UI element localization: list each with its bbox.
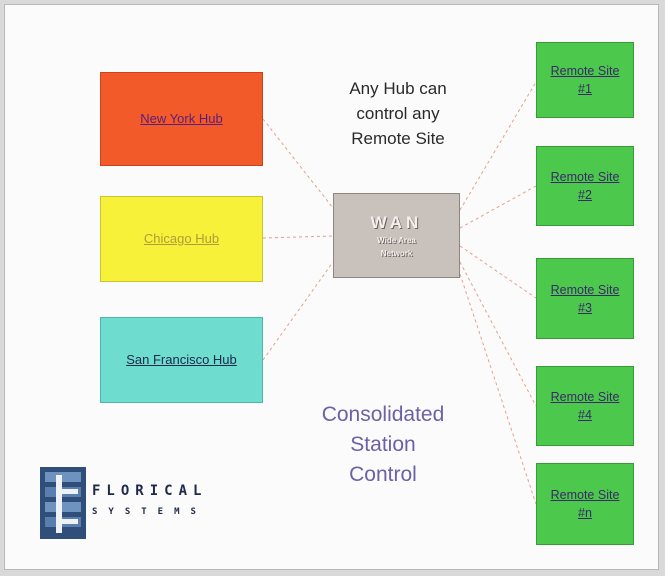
remote-site-4-label: Remote Site [550,390,620,404]
san-francisco-hub[interactable]: San Francisco Hub [100,317,263,403]
caption-line-3: Control [349,463,417,486]
remote-site-3-label: Remote Site [550,282,620,297]
remote-site-n-number: #n [578,506,592,520]
link-ny-wan [262,118,334,209]
wan-subtitle-2: Network [380,248,413,258]
link-wan-r3 [459,245,537,299]
new-york-hub[interactable]: New York Hub [100,72,263,166]
remote-site-3[interactable]: Remote Site #3 [536,258,634,339]
link-chi-wan [262,235,334,239]
wan-node: WAN Wide Area Network [333,193,460,278]
note-line-1: Any Hub can [349,79,447,98]
note-line-2: control any [356,104,440,123]
florical-logo: FLORICAL SYSTEMS [40,467,240,539]
remote-site-2-label: Remote Site [550,170,620,184]
remote-site-3-link[interactable]: Remote Site #3 [551,281,620,317]
remote-site-1-link[interactable]: Remote Site #1 [551,62,620,98]
logo-name: FLORICAL [92,483,208,499]
remote-site-4[interactable]: Remote Site #4 [536,366,634,446]
remote-site-1[interactable]: Remote Site #1 [536,42,634,118]
remote-site-1-label: Remote Site [550,64,620,78]
caption-line-1: Consolidated [321,403,445,426]
san-francisco-hub-link[interactable]: San Francisco Hub [126,352,237,367]
link-wan-rn [459,273,537,505]
hub-control-note: Any Hub can control any Remote Site [300,76,496,151]
logo-subtitle: SYSTEMS [92,507,207,517]
new-york-hub-link[interactable]: New York Hub [140,111,223,126]
remote-site-2[interactable]: Remote Site #2 [536,146,634,226]
remote-site-3-number: #3 [578,300,592,315]
chicago-hub-link[interactable]: Chicago Hub [143,231,220,246]
wan-title: WAN [370,212,423,232]
remote-site-1-number: #1 [578,82,592,96]
remote-site-2-number: #2 [578,188,592,202]
link-wan-r1 [459,81,537,211]
diagram-caption: Consolidated Station Control [270,400,496,490]
remote-site-4-link[interactable]: Remote Site #4 [551,388,620,424]
remote-site-2-link[interactable]: Remote Site #2 [551,168,620,204]
link-sf-wan [262,261,334,361]
remote-site-n-link[interactable]: Remote Site #n [551,486,620,522]
caption-line-2: Station [350,433,416,456]
wan-subtitle-1: Wide Area [377,235,416,245]
logo-mark-icon [40,467,86,539]
chicago-hub[interactable]: Chicago Hub [100,196,263,282]
link-wan-r4 [459,261,537,407]
note-line-3: Remote Site [351,129,445,148]
remote-site-4-number: #4 [578,408,592,422]
remote-site-n[interactable]: Remote Site #n [536,463,634,545]
link-wan-r2 [459,185,537,229]
remote-site-n-label: Remote Site [550,488,620,502]
